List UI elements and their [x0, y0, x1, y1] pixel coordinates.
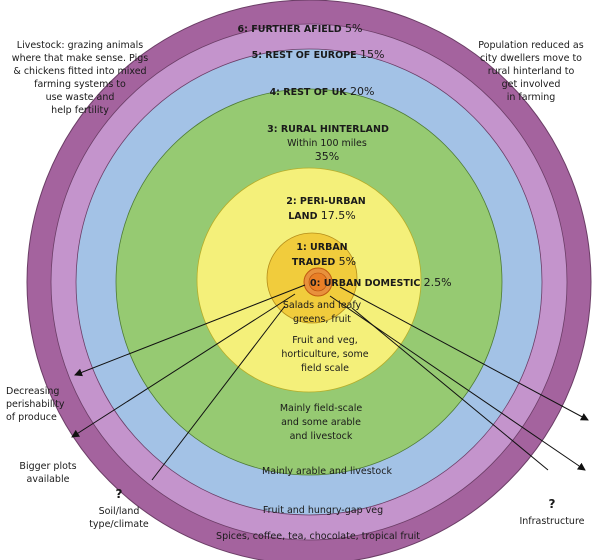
desc-rest-of-uk: Mainly arable and livestock	[262, 466, 392, 477]
note-line: get involved	[502, 79, 561, 90]
desc-rural-hinterland-1: Mainly field-scale	[280, 403, 363, 414]
arrow-perishability	[74, 284, 306, 377]
note-top-left: Livestock: grazing animals where that ma…	[12, 40, 148, 116]
label-rest-of-europe: 5: REST OF EUROPE 15%	[252, 48, 385, 61]
arrow-infrastructure	[351, 307, 549, 471]
label-rural-hinterland-sub: Within 100 miles	[287, 138, 367, 149]
note-line: where that make sense. Pigs	[12, 53, 148, 64]
note-line: perishability	[6, 399, 65, 410]
note-infrastructure: ? Infrastructure	[519, 497, 584, 527]
label-further-afield: 6: FURTHER AFIELD 5%	[238, 22, 363, 35]
label-urban-domestic: 0: URBAN DOMESTIC 2.5%	[310, 276, 452, 289]
desc-peri-urban-1: Fruit and veg,	[292, 335, 358, 346]
label-rural-hinterland-pct: 35%	[315, 150, 339, 163]
note-soil: ? Soil/land type/climate	[89, 487, 149, 530]
label-rural-hinterland: 3: RURAL HINTERLAND	[267, 124, 389, 135]
note-line: of produce	[6, 412, 57, 423]
note-line: in farming	[507, 92, 556, 103]
desc-rest-of-europe: Fruit and hungry-gap veg	[263, 505, 383, 516]
arrows	[71, 284, 589, 481]
arrow-soil	[151, 305, 286, 481]
label-peri-urban-line2: LAND 17.5%	[288, 209, 356, 222]
note-line: available	[27, 474, 70, 485]
note-line: city dwellers move to	[480, 53, 582, 64]
note-top-right: Population reduced as city dwellers move…	[478, 40, 583, 103]
rings	[26, 0, 592, 560]
arrow-bigger-plots	[71, 293, 296, 438]
note-line: Decreasing	[6, 386, 59, 397]
note-line: farming systems to	[34, 79, 126, 90]
desc-rural-hinterland-2: and some arable	[281, 417, 361, 428]
note-line: Bigger plots	[19, 461, 76, 472]
note-line: Infrastructure	[519, 516, 584, 527]
label-urban-traded-line2: TRADED 5%	[292, 255, 356, 268]
note-bigger-plots: Bigger plots available	[19, 461, 76, 485]
note-line: help fertility	[51, 105, 109, 116]
note-perishability: Decreasing perishability of produce	[6, 386, 65, 423]
label-rest-of-uk: 4: REST OF UK 20%	[270, 85, 375, 98]
note-line: Soil/land	[99, 506, 140, 517]
ring-labels: 6: FURTHER AFIELD 5% 5: REST OF EUROPE 1…	[238, 22, 452, 289]
note-line: rural hinterland to	[488, 66, 575, 77]
note-question-mark: ?	[549, 497, 556, 511]
note-line: & chickens fitted into mixed	[13, 66, 146, 77]
ring-urban-domestic-core	[308, 272, 328, 292]
note-line: use waste and	[46, 92, 115, 103]
note-line: Livestock: grazing animals	[17, 40, 143, 51]
label-urban-traded: 1: URBAN	[296, 242, 347, 253]
arrow-right-1	[339, 286, 589, 421]
desc-peri-urban-3: field scale	[301, 363, 349, 374]
desc-peri-urban-2: horticulture, some	[281, 349, 368, 360]
note-question-mark: ?	[116, 487, 123, 501]
arrow-right-2	[329, 295, 586, 471]
desc-rural-hinterland-3: and livestock	[290, 431, 353, 442]
ring-descriptions: Salads and leafy greens, fruit Fruit and…	[216, 300, 420, 542]
desc-urban-traded-1: Salads and leafy	[283, 300, 362, 311]
desc-further-afield: Spices, coffee, tea, chocolate, tropical…	[216, 531, 420, 542]
note-line: type/climate	[89, 519, 149, 530]
note-line: Population reduced as	[478, 40, 583, 51]
desc-urban-traded-2: greens, fruit	[293, 314, 351, 325]
label-peri-urban: 2: PERI-URBAN	[286, 196, 366, 207]
